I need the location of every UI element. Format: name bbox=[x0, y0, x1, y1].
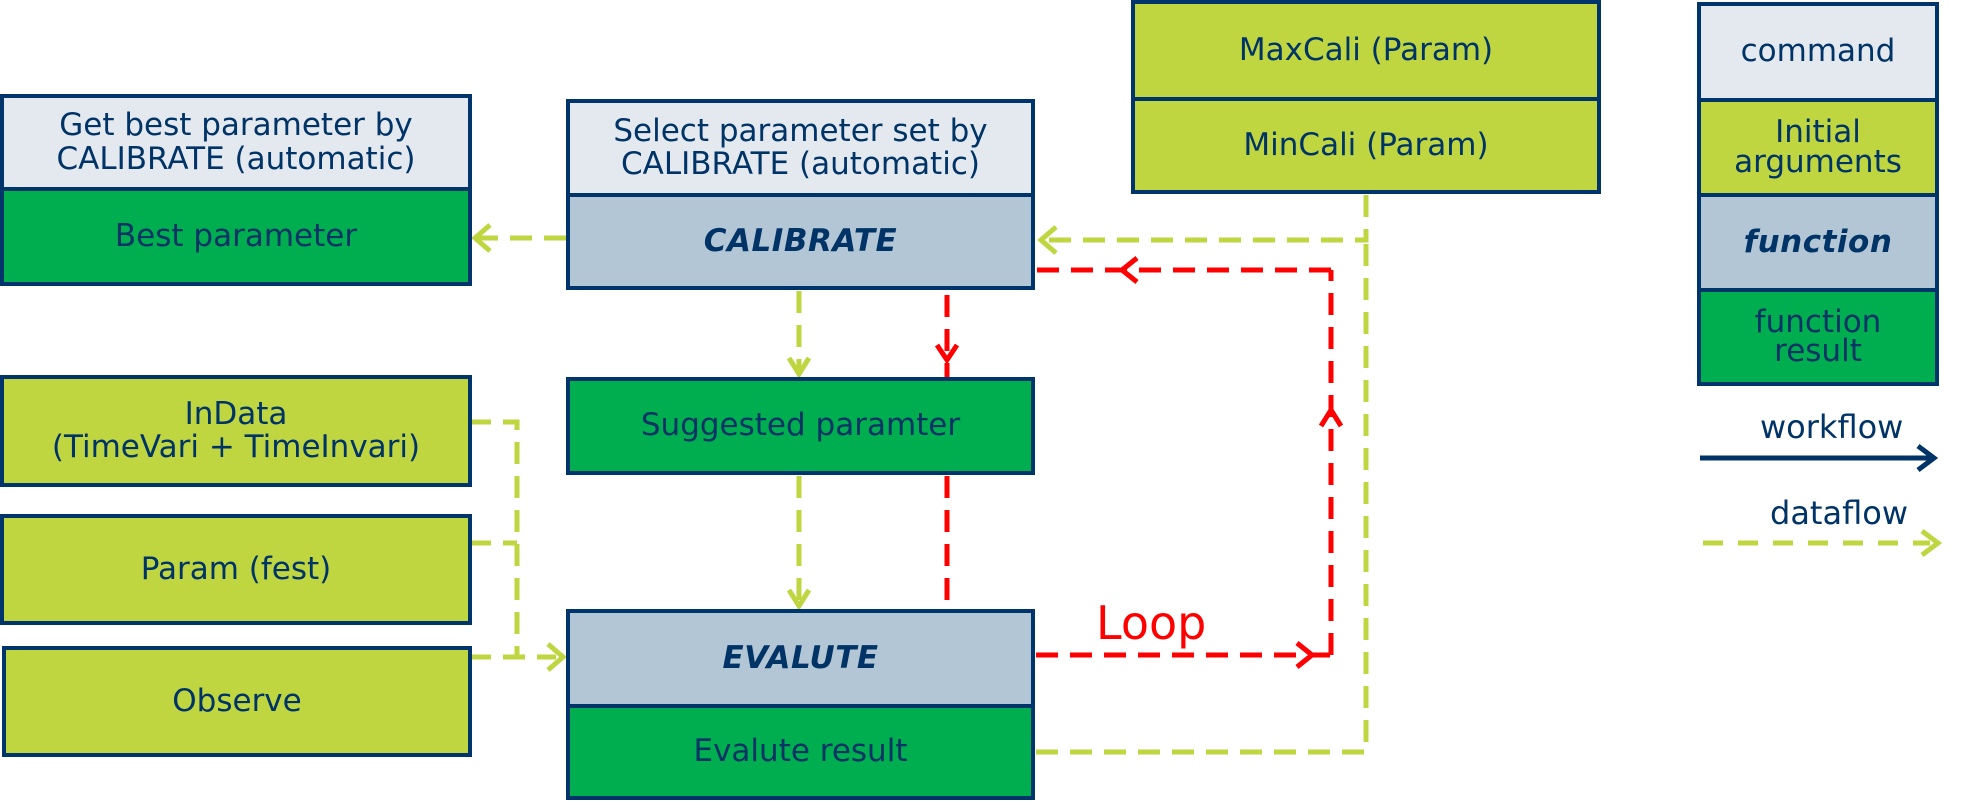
legend-dataflow-label: dataflow bbox=[1770, 494, 1908, 532]
best-parameter-label: Best parameter bbox=[114, 217, 358, 254]
legend-function-label: function bbox=[1743, 223, 1893, 260]
calibrate-function: CALIBRATE bbox=[566, 193, 1035, 290]
mincali-label: MinCali (Param) bbox=[1243, 126, 1489, 163]
arrowhead-suggested bbox=[786, 356, 812, 379]
evalute-label: EVALUTE bbox=[722, 639, 879, 676]
loop-arrowhead-down bbox=[934, 343, 960, 365]
get-best-parameter-command: Get best parameter by CALIBRATE (automat… bbox=[0, 94, 472, 191]
legend-initial-label-2: arguments bbox=[1734, 143, 1902, 180]
select-parameter-command: Select parameter set by CALIBRATE (autom… bbox=[566, 99, 1035, 197]
indata-label: InData bbox=[184, 395, 288, 432]
arrowhead-evalute-top bbox=[786, 588, 812, 611]
legend-initial-label-1: Initial bbox=[1775, 114, 1861, 151]
evalute-result-label: Evalute result bbox=[693, 733, 908, 770]
dataflow-mincali-to-calibrate bbox=[1044, 195, 1369, 243]
legend-initial-arguments: Initial arguments bbox=[1697, 98, 1939, 197]
legend-result-label-1: function bbox=[1754, 303, 1882, 340]
suggested-parameter-result: Suggested paramter bbox=[566, 377, 1035, 475]
dataflow-result-to-calibrate bbox=[1036, 240, 1369, 755]
loop-arrowhead-left bbox=[1117, 256, 1139, 284]
mincali-argument: MinCali (Param) bbox=[1131, 97, 1601, 194]
observe-label: Observe bbox=[172, 682, 302, 719]
suggested-parameter-label: Suggested paramter bbox=[640, 407, 961, 444]
legend-command: command bbox=[1697, 2, 1939, 102]
evalute-function: EVALUTE bbox=[566, 609, 1035, 708]
get-best-parameter-label: Get best parameter by CALIBRATE (automat… bbox=[56, 107, 416, 177]
arrowhead-calibrate-in bbox=[1037, 225, 1058, 255]
loop-arrowhead-up bbox=[1318, 405, 1344, 428]
indata-argument: InData (TimeVari + TimeInvari) bbox=[0, 375, 472, 487]
legend-function: function bbox=[1697, 193, 1939, 292]
observe-argument: Observe bbox=[2, 646, 472, 757]
calibrate-label: CALIBRATE bbox=[703, 222, 898, 259]
loop-arrowhead-right bbox=[1295, 641, 1317, 669]
arrowhead-evalute-left bbox=[546, 642, 567, 672]
legend-workflow-arrowhead bbox=[1916, 444, 1939, 472]
param-fest-label: Param (fest) bbox=[140, 550, 332, 587]
indata-sublabel: (TimeVari + TimeInvari) bbox=[51, 429, 421, 465]
evalute-result: Evalute result bbox=[566, 704, 1035, 800]
legend-result-label-2: result bbox=[1774, 333, 1862, 369]
arrowhead-best-parameter bbox=[471, 223, 492, 253]
select-parameter-label: Select parameter set by CALIBRATE (autom… bbox=[613, 112, 988, 182]
legend-workflow-label: workflow bbox=[1760, 408, 1904, 446]
legend-function-result: function result bbox=[1697, 288, 1939, 386]
maxcali-label: MaxCali (Param) bbox=[1238, 31, 1494, 68]
param-fest-argument: Param (fest) bbox=[0, 514, 472, 625]
legend-dataflow-arrowhead bbox=[1920, 529, 1943, 557]
loop-label: Loop bbox=[1096, 596, 1207, 650]
best-parameter-result: Best parameter bbox=[0, 187, 472, 286]
legend-command-label: command bbox=[1740, 33, 1896, 70]
maxcali-argument: MaxCali (Param) bbox=[1131, 0, 1601, 101]
dataflow-indata bbox=[469, 419, 520, 657]
